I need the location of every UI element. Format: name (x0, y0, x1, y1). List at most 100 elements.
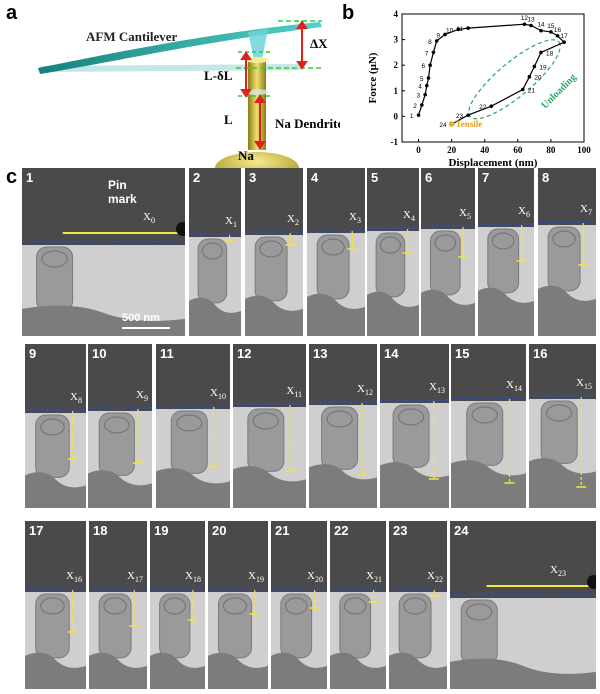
point-label-24: 24 (439, 122, 447, 129)
point-label-20: 20 (534, 75, 542, 82)
cantilever-initial (40, 64, 300, 72)
displacement-symbol: X (248, 570, 256, 582)
unloading-ellipse (468, 39, 561, 120)
displacement-index: 9 (144, 394, 148, 404)
frame-number: 23 (393, 523, 408, 538)
dendrite-shell (259, 240, 283, 258)
data-point-16 (555, 33, 560, 38)
displacement-label: X5 (459, 207, 471, 221)
displacement-symbol: X (136, 389, 144, 401)
displacement-label: X14 (506, 379, 522, 393)
point-label-1: 1 (410, 113, 414, 120)
tem-background-top (330, 521, 386, 592)
displacement-label: X12 (357, 383, 373, 397)
data-point-11 (466, 26, 470, 30)
displacement-label: X22 (427, 570, 443, 584)
tem-image (450, 521, 596, 689)
displacement-index: 18 (193, 575, 201, 585)
displacement-label: X19 (248, 570, 264, 584)
point-label-12: 12 (521, 15, 529, 22)
displacement-label: X1 (225, 215, 237, 229)
l-minus-dl-label: L-δL (204, 68, 233, 83)
point-label-11: 11 (456, 26, 463, 33)
tem-image (529, 344, 596, 508)
tem-background-top (156, 344, 230, 409)
point-label-15: 15 (547, 23, 555, 30)
unloading-label: Unloading (539, 72, 578, 111)
tensile-label: Tensile (456, 119, 483, 129)
tem-background-top (25, 344, 86, 413)
scale-bar-label: 500 nm (122, 312, 160, 324)
displacement-label: X16 (66, 570, 82, 584)
displacement-index: 7 (588, 208, 592, 218)
data-point-20 (527, 74, 532, 79)
na-base-region (478, 287, 534, 336)
frame-number: 14 (384, 346, 399, 361)
displacement-index: 16 (74, 575, 82, 585)
tem-image (538, 168, 596, 336)
dendrite-shell (163, 597, 186, 615)
dendrite-shell (176, 414, 203, 432)
y-tick-label: 0 (394, 111, 399, 121)
dendrite-shell (403, 597, 427, 615)
displacement-symbol: X (427, 570, 435, 582)
data-point-18 (539, 50, 543, 55)
displacement-index: 4 (411, 214, 415, 224)
point-label-21: 21 (528, 88, 536, 95)
dendrite-shell (466, 603, 493, 621)
pin-mark-label: Pin mark (108, 178, 137, 206)
data-point-8 (434, 39, 439, 43)
na-base-region (450, 658, 596, 689)
displacement-symbol: X (349, 211, 357, 223)
frame-number: 13 (313, 346, 328, 361)
dendrite-shell (321, 238, 345, 256)
tem-background-top (307, 168, 365, 233)
point-label-9: 9 (436, 32, 440, 39)
frame-number: 1 (26, 170, 34, 185)
displacement-symbol: X (225, 215, 233, 227)
dendrite-cap (246, 57, 268, 63)
frame-number: 12 (237, 346, 252, 361)
tem-background-top (25, 521, 86, 592)
data-point-15 (549, 30, 553, 34)
displacement-index: 22 (435, 575, 443, 585)
frame-number: 22 (334, 523, 349, 538)
na-base-region (25, 472, 86, 508)
na-base-region (208, 652, 268, 689)
dendrite-shell (434, 234, 457, 252)
data-point-21 (520, 87, 525, 92)
frame-number: 16 (533, 346, 548, 361)
arrow-l (254, 94, 266, 150)
data-point-19 (532, 64, 537, 69)
frame-number: 3 (249, 170, 257, 185)
cantilever-tip (248, 29, 268, 60)
tem-image (150, 521, 205, 689)
panel-label-c: c (6, 166, 18, 188)
l-label: L (224, 112, 233, 127)
displacement-index: 2 (295, 218, 299, 228)
na-base-region (421, 289, 475, 336)
displacement-index: 23 (558, 569, 566, 579)
data-point-6 (428, 63, 432, 67)
displacement-symbol: X (366, 570, 374, 582)
point-label-5: 5 (420, 76, 424, 83)
x-tick-label: 60 (513, 145, 523, 155)
frame-number: 8 (542, 170, 550, 185)
displacement-index: 12 (365, 388, 373, 398)
displacement-symbol: X (506, 379, 514, 391)
na-base-region (150, 652, 205, 689)
displacement-symbol: X (307, 570, 315, 582)
na-base-region (380, 462, 449, 508)
tem-background-top (88, 344, 152, 411)
tem-image (307, 168, 365, 336)
tem-image (367, 168, 419, 336)
